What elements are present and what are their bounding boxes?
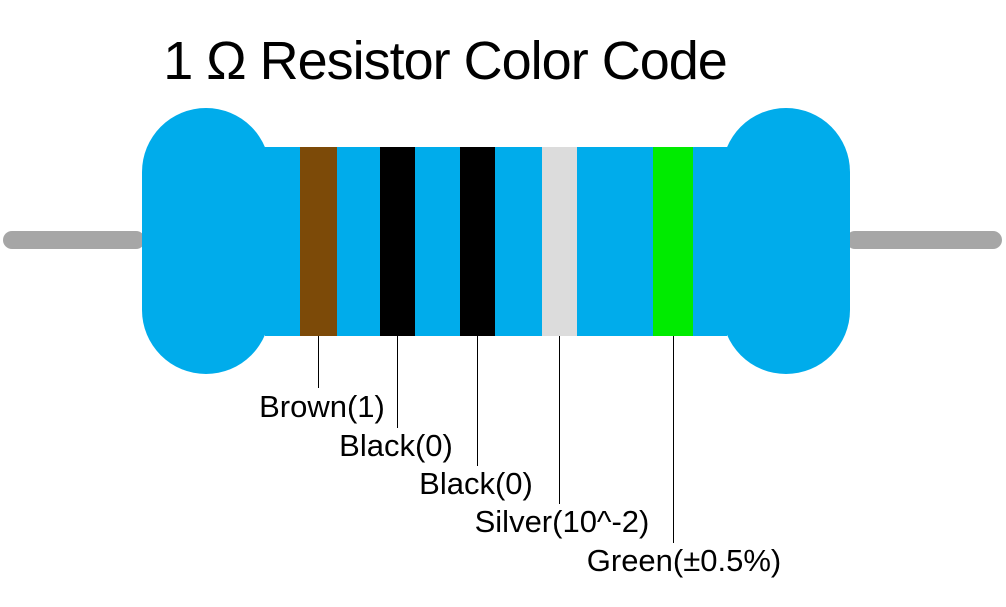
resistor-lead-right [846, 231, 1002, 249]
band-label-green: Green(±0.5%) [586, 543, 782, 578]
color-band-green [653, 147, 693, 336]
band-label-black-2: Black(0) [419, 466, 533, 501]
resistor-end-cap-left [142, 108, 270, 374]
resistor-lead-left [3, 231, 145, 249]
leader-line-brown [318, 336, 319, 388]
leader-line-black-1 [397, 336, 398, 428]
color-band-silver [542, 147, 577, 336]
resistor-end-cap-right [722, 108, 850, 374]
leader-line-green [673, 336, 674, 543]
color-band-black-1 [380, 147, 415, 336]
band-label-black-1: Black(0) [339, 428, 453, 463]
band-label-silver: Silver(10^-2) [474, 504, 650, 539]
band-label-brown: Brown(1) [259, 389, 385, 424]
page-title: 1 Ω Resistor Color Code [163, 31, 728, 91]
leader-line-silver [559, 336, 560, 504]
color-band-brown [300, 147, 337, 336]
resistor-body [265, 147, 727, 336]
color-band-black-2 [460, 147, 495, 336]
leader-line-black-2 [477, 336, 478, 466]
